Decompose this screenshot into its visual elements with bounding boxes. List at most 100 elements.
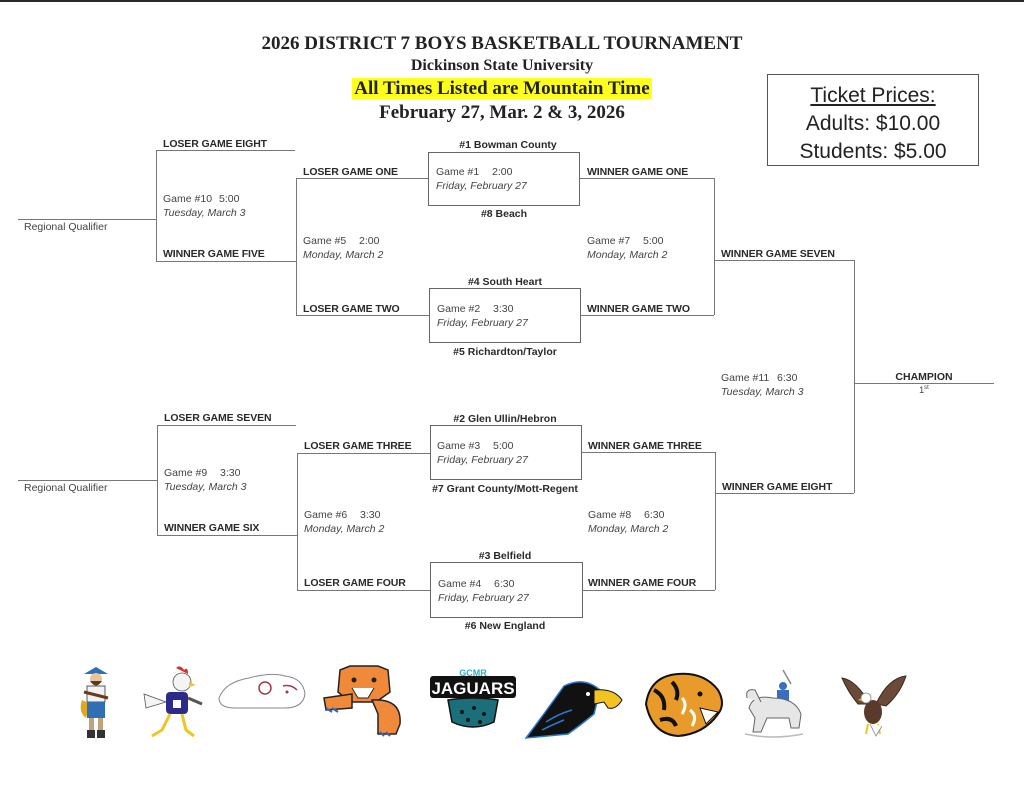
game-number: Game #10	[163, 193, 213, 205]
slot-label: WINNER GAME FIVE	[163, 248, 265, 260]
game8-top-line	[581, 452, 715, 453]
ticket-heading: Ticket Prices:	[810, 84, 936, 107]
regional-line-top	[18, 219, 156, 220]
slot-label: WINNER GAME SIX	[164, 522, 260, 534]
game-day: Friday, February 27	[437, 454, 528, 466]
jaguars-mascot-icon: GCMR JAGUARS	[430, 668, 516, 728]
game-time: 3:30	[220, 467, 241, 479]
rooster-mascot-icon	[143, 666, 203, 738]
game5-bottom-line	[296, 315, 429, 316]
game-day: Monday, March 2	[588, 523, 669, 535]
game-time: 2:00	[359, 235, 380, 247]
svg-text:GCMR: GCMR	[459, 668, 487, 678]
hawk-mascot-icon	[524, 681, 623, 739]
game-time: 6:30	[777, 372, 798, 384]
game-time: 5:00	[643, 235, 664, 247]
game-day: Friday, February 27	[436, 180, 527, 192]
slot-label: LOSER GAME EIGHT	[163, 138, 267, 150]
game-time: 5:00	[219, 193, 240, 205]
game10-connector	[156, 150, 157, 261]
game-day: Friday, February 27	[437, 317, 528, 329]
tiger-cat-mascot-icon	[323, 665, 401, 737]
final-connector	[854, 260, 855, 493]
slot-label: WINNER GAME SEVEN	[721, 248, 835, 260]
eagle-mascot-icon	[841, 675, 907, 737]
final-bottom-line	[715, 493, 854, 494]
game-day: Tuesday, March 3	[721, 386, 804, 398]
slot-label: WINNER GAME TWO	[587, 303, 690, 315]
game6-bottom-line	[297, 590, 430, 591]
svg-text:JAGUARS: JAGUARS	[431, 679, 514, 698]
game5-connector	[296, 178, 297, 315]
seed-label: #8 Beach	[480, 208, 528, 220]
game7-info: Game #7 5:00 Monday, March 2	[587, 234, 667, 262]
game10-bottom-line	[156, 261, 296, 262]
game6-top-line	[297, 453, 430, 454]
slot-label: LOSER GAME SEVEN	[164, 412, 272, 424]
time-notice-wrap: All Times Listed are Mountain Time	[0, 78, 1004, 100]
seed-label: #2 Glen Ullin/Hebron	[453, 413, 557, 425]
game-time: 6:30	[494, 578, 515, 590]
game8-connector	[715, 452, 716, 590]
seed-label: #7 Grant County/Mott-Regent	[432, 483, 578, 495]
game8-bottom-line	[582, 590, 715, 591]
slot-label: LOSER GAME THREE	[304, 440, 412, 452]
game-day: Friday, February 27	[438, 592, 529, 604]
time-notice: All Times Listed are Mountain Time	[352, 78, 652, 99]
seed-label: #3 Belfield	[478, 550, 532, 562]
venue: Dickinson State University	[410, 57, 594, 74]
slot-label: WINNER GAME THREE	[588, 440, 702, 452]
game-number: Game #4	[438, 578, 482, 590]
regional-qualifier-label: Regional Qualifier	[24, 221, 108, 233]
tournament-dates: February 27, Mar. 2 & 3, 2026	[379, 102, 625, 123]
game-day: Tuesday, March 3	[164, 481, 247, 493]
ticket-prices-box: Ticket Prices: Adults: $10.00 Students: …	[767, 74, 979, 166]
game7-connector	[714, 178, 715, 315]
place-number: 1	[919, 385, 925, 395]
slot-label: WINNER GAME FOUR	[588, 577, 697, 589]
game-number: Game #5	[303, 235, 347, 247]
game-day: Monday, March 2	[304, 523, 385, 535]
game-number: Game #8	[588, 509, 632, 521]
game4-info: Game #4 6:30 Friday, February 27	[438, 577, 529, 605]
game-number: Game #1	[436, 166, 480, 178]
game7-bottom-line	[581, 315, 714, 316]
slot-label: LOSER GAME ONE	[303, 166, 398, 178]
slot-label: WINNER GAME ONE	[587, 166, 689, 178]
place-suffix: st	[924, 385, 929, 391]
slot-label: WINNER GAME EIGHT	[722, 481, 833, 493]
tiger-mascot-icon	[644, 672, 723, 738]
game-time: 5:00	[493, 440, 514, 452]
game10-top-line	[156, 150, 295, 151]
champion-place: 1st	[864, 385, 984, 395]
game-time: 3:30	[493, 303, 514, 315]
game1-box	[428, 152, 580, 206]
seed-label: #6 New England	[464, 620, 546, 632]
game6-info: Game #6 3:30 Monday, March 2	[304, 508, 384, 536]
game5-top-line	[296, 178, 429, 179]
game-number: Game #6	[304, 509, 348, 521]
game-time: 3:30	[360, 509, 381, 521]
regional-qualifier-label: Regional Qualifier	[24, 482, 108, 494]
seed-label: #1 Bowman County	[459, 139, 557, 151]
game-day: Monday, March 2	[587, 249, 668, 261]
student-price: Students: $5.00	[799, 140, 947, 163]
seed-label: #4 South Heart	[467, 276, 543, 288]
game9-top-line	[157, 425, 296, 426]
regional-line-bottom	[18, 480, 157, 481]
game-number: Game #7	[587, 235, 631, 247]
game9-bottom-line	[157, 535, 297, 536]
slot-label: LOSER GAME FOUR	[304, 577, 406, 589]
game6-connector	[297, 453, 298, 590]
champion-line	[854, 383, 994, 384]
game7-top-line	[580, 178, 714, 179]
final-top-line	[714, 260, 854, 261]
